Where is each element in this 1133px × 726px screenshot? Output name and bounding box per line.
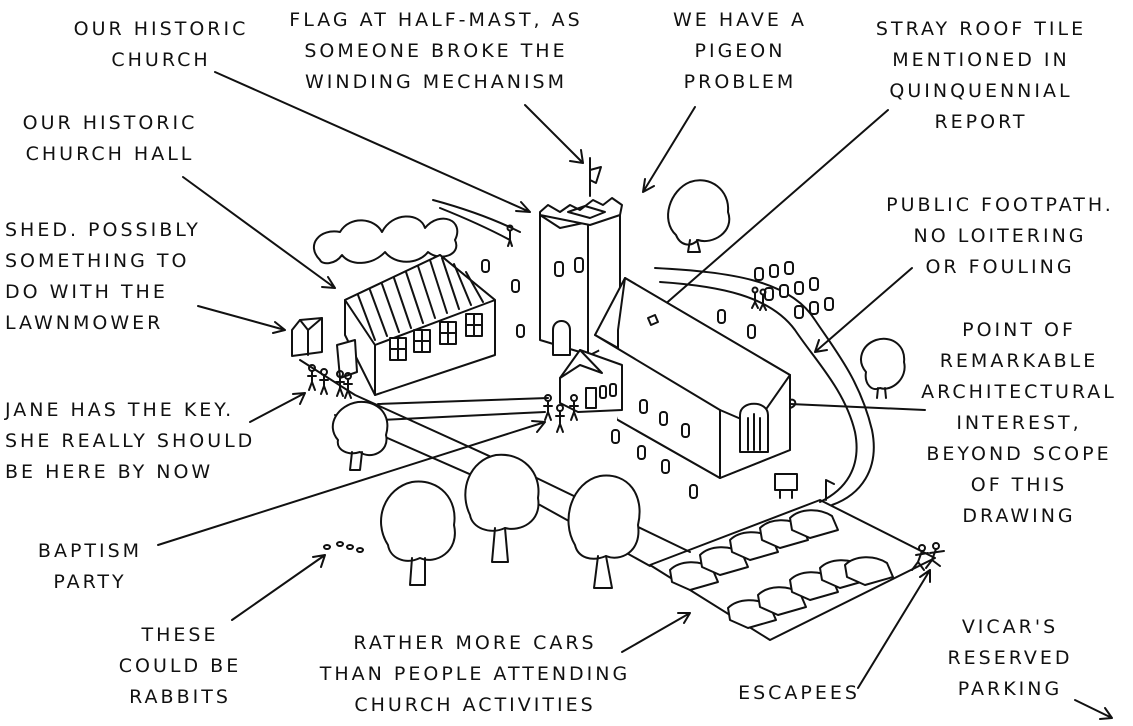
- half-mast-flag: [590, 167, 601, 183]
- leader-jane: [250, 393, 305, 422]
- notice-board: [775, 474, 797, 490]
- escapee-figures: [912, 543, 944, 570]
- tree-3: [333, 402, 388, 470]
- tree-5: [465, 455, 538, 562]
- label-rabbits: THESE COULD BE RABBITS: [118, 624, 242, 708]
- baptism-party-figures: [308, 365, 352, 398]
- hedge-bushes: [314, 216, 457, 263]
- label-church-hall: OUR HISTORIC CHURCH HALL: [22, 112, 198, 165]
- label-escapees: ESCAPEES: [738, 682, 860, 704]
- label-shed: SHED. POSSIBLY SOMETHING TO DO WITH THE …: [5, 219, 201, 334]
- public-footpath-outer: [655, 268, 874, 505]
- leader-vicar: [1075, 700, 1112, 719]
- label-cars: RATHER MORE CARS THAN PEOPLE ATTENDING C…: [319, 632, 631, 716]
- gravestones: [755, 262, 833, 318]
- stray-roof-tile: [648, 315, 658, 325]
- leader-baptism: [158, 421, 545, 545]
- leader-pigeon: [643, 107, 695, 192]
- label-baptism: BAPTISM PARTY: [37, 540, 143, 593]
- church-hall: [292, 255, 495, 395]
- leader-shed: [198, 306, 285, 333]
- tree-4: [381, 482, 455, 585]
- car-park: [650, 500, 935, 640]
- main-church: [560, 278, 834, 500]
- leader-escapees: [858, 570, 930, 688]
- people: [308, 226, 944, 571]
- trees: [333, 180, 905, 588]
- label-vicar: VICAR'S RESERVED PARKING: [947, 616, 1073, 700]
- rabbits: [324, 542, 363, 552]
- church-tower: [482, 158, 622, 355]
- tree-6: [568, 476, 639, 588]
- label-historic-church: OUR HISTORIC CHURCH: [73, 18, 249, 71]
- leader-flag: [525, 105, 583, 163]
- label-flag: FLAG AT HALF-MAST, AS SOMEONE BROKE THE …: [289, 9, 583, 93]
- porch-figures: [544, 395, 578, 432]
- tree-1: [668, 180, 729, 252]
- parked-cars: [670, 510, 893, 628]
- footpath-figures: [508, 226, 767, 311]
- leader-church-hall: [183, 177, 335, 288]
- label-architecture: POINT OF REMARKABLE ARCHITECTURAL INTERE…: [921, 319, 1117, 527]
- leader-rabbits: [232, 555, 325, 620]
- public-footpath-inner: [660, 282, 857, 502]
- footpaths: [300, 200, 874, 566]
- label-jane: JANE HAS THE KEY. SHE REALLY SHOULD BE H…: [5, 399, 256, 483]
- leader-cars: [622, 613, 690, 652]
- label-footpath: PUBLIC FOOTPATH. NO LOITERING OR FOULING: [886, 194, 1114, 278]
- leader-historic-church: [215, 72, 530, 212]
- label-roof-tile: STRAY ROOF TILE MENTIONED IN QUINQUENNIA…: [875, 18, 1087, 133]
- leader-footpath: [815, 268, 912, 352]
- label-pigeon: WE HAVE A PIGEON PROBLEM: [673, 9, 807, 93]
- tree-2: [861, 339, 905, 398]
